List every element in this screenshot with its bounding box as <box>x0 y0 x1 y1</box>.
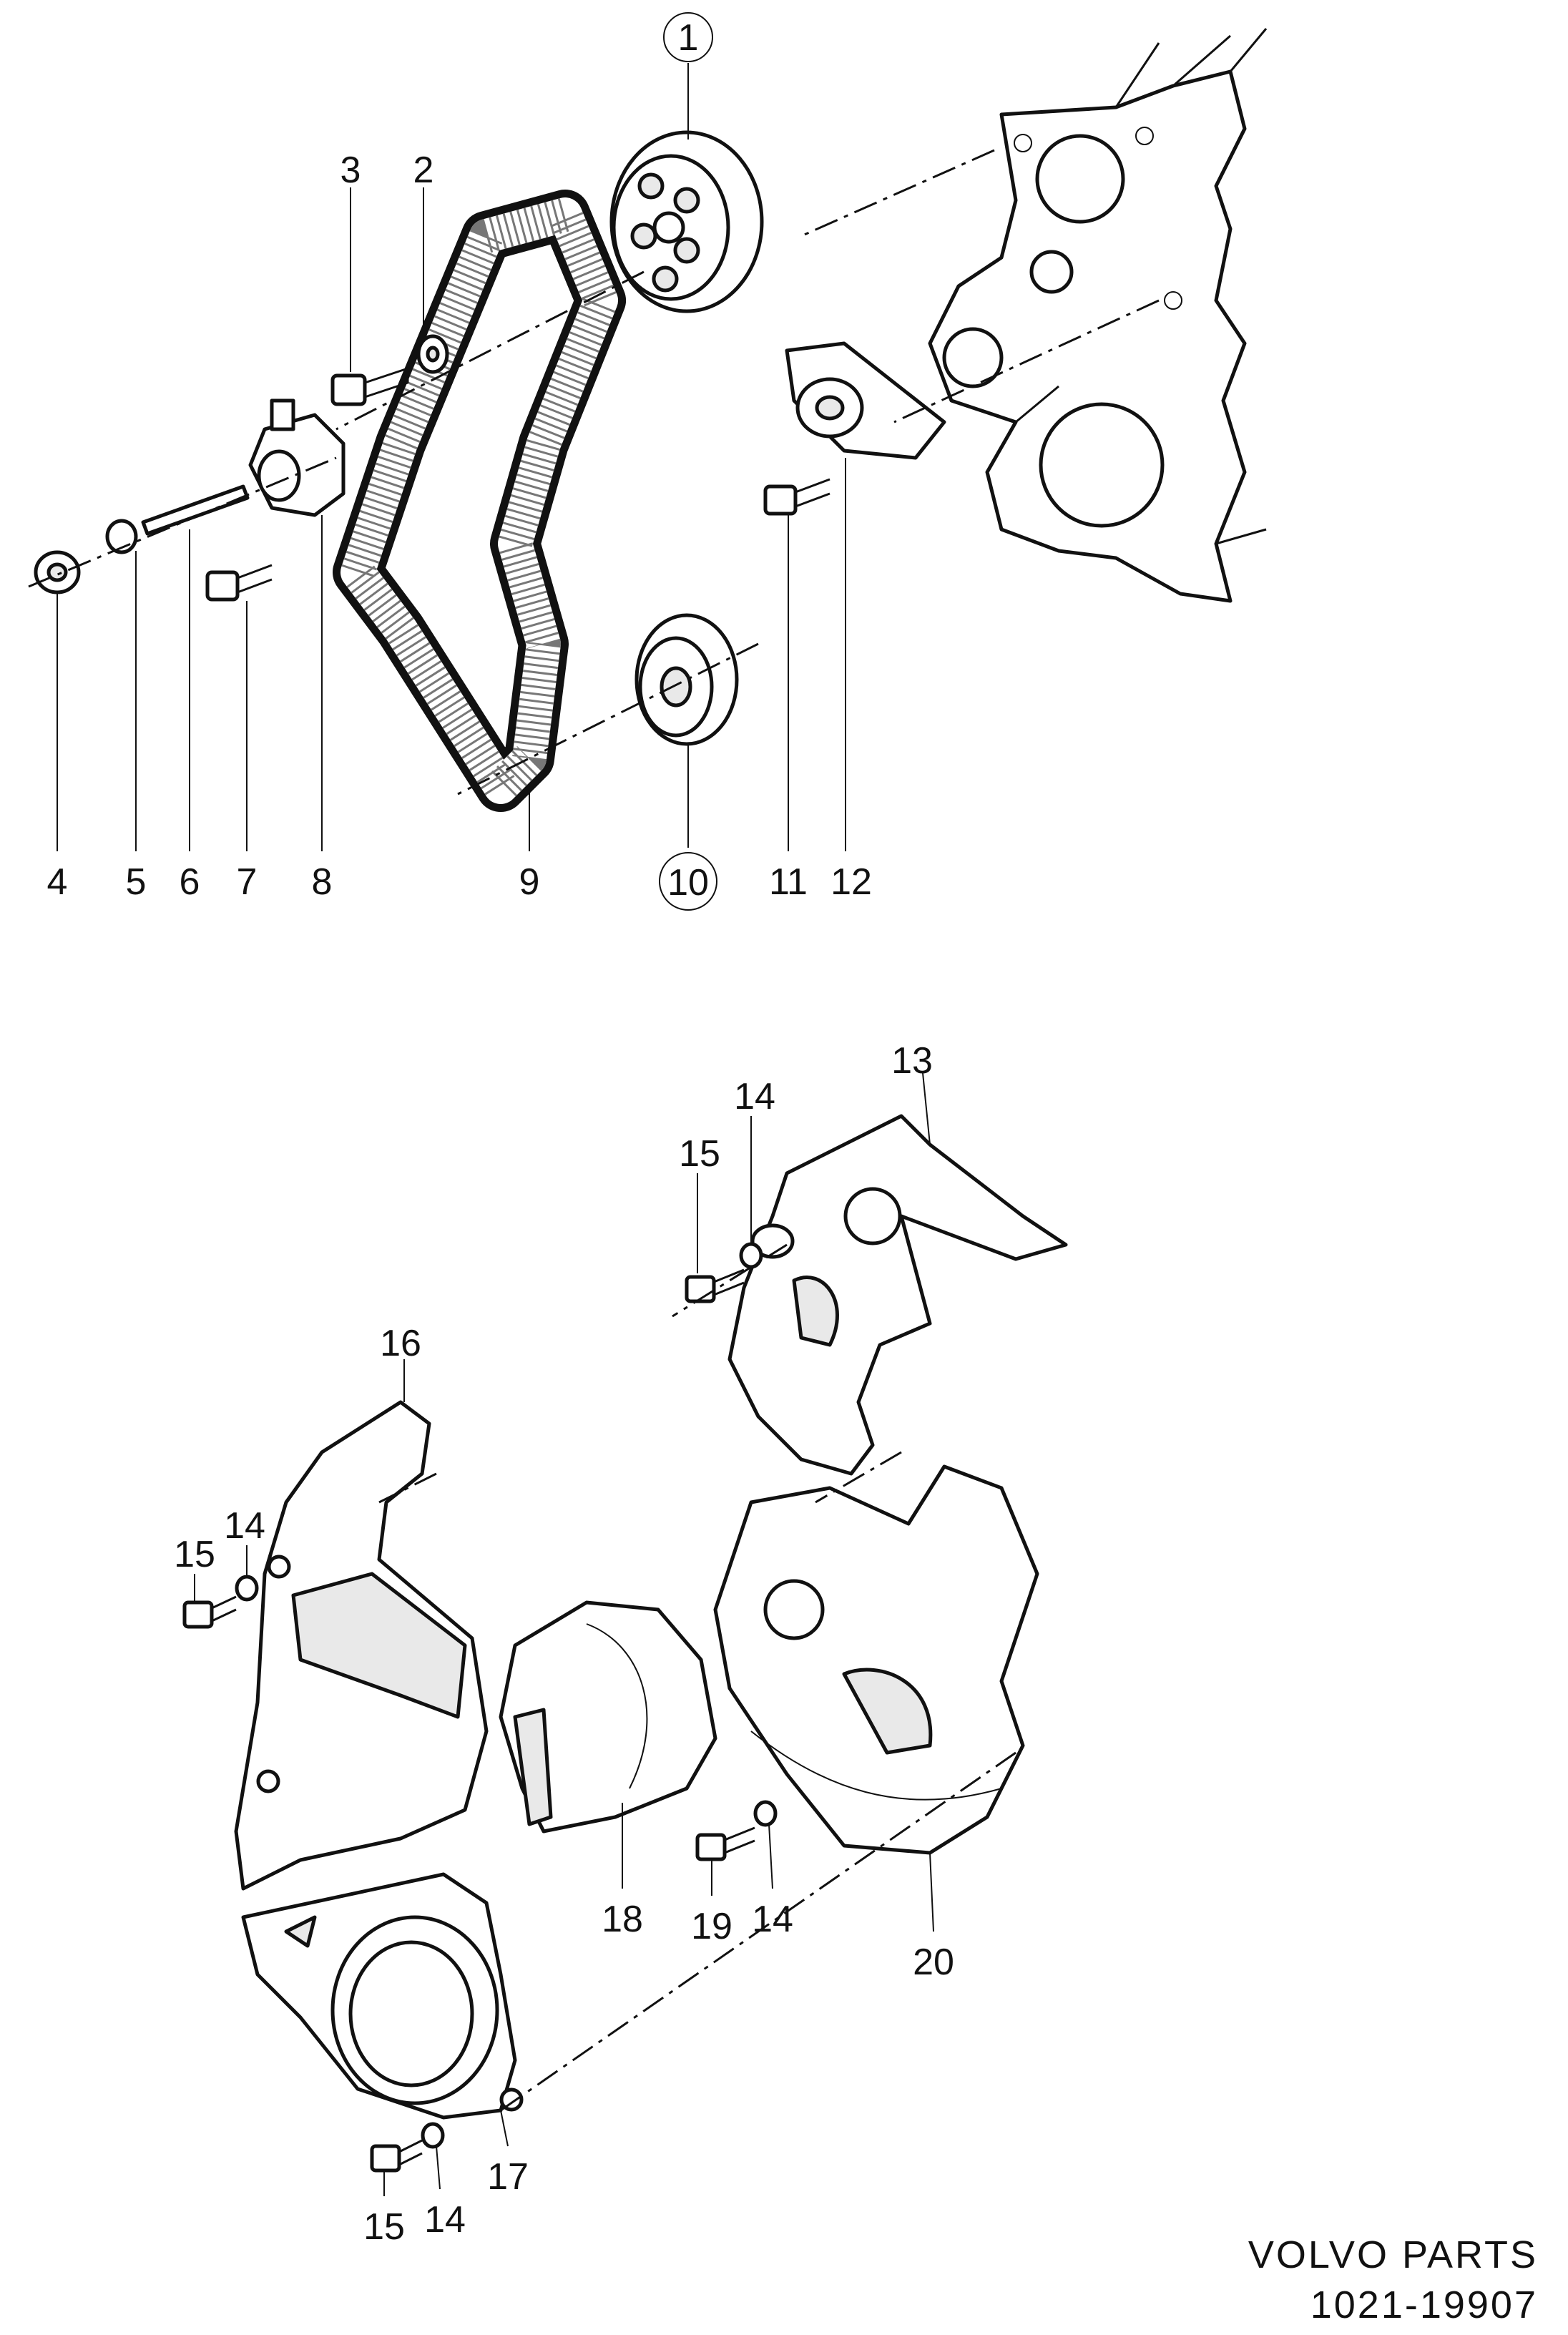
callout-16: 16 <box>380 1323 421 1364</box>
callout-14-left: 14 <box>224 1505 265 1547</box>
callout-4: 4 <box>47 861 68 903</box>
bolt-11 <box>763 478 830 516</box>
callout-20: 20 <box>913 1942 954 1983</box>
callout-17: 17 <box>487 2156 529 2198</box>
lower-cover <box>241 1872 524 2120</box>
stud-6 <box>141 484 250 536</box>
washer-2 <box>416 334 449 374</box>
lower-rear-housing <box>713 1464 1039 1855</box>
callout-15-top: 15 <box>679 1133 720 1175</box>
upper-outer-cover <box>234 1400 489 1891</box>
callout-labels: 1 2 3 4 5 6 7 8 9 10 11 12 13 14 15 14 1… <box>47 17 954 2248</box>
idler-pulley <box>785 341 946 460</box>
callout-10: 10 <box>667 862 709 904</box>
callout-3: 3 <box>340 150 361 191</box>
callout-2: 2 <box>413 150 434 191</box>
callout-8: 8 <box>312 861 333 903</box>
belt-tensioner <box>248 398 346 517</box>
washer-14-mid <box>753 1800 778 1827</box>
callout-11: 11 <box>769 861 808 903</box>
washer-14-bottom <box>421 2122 445 2149</box>
callout-14-top: 14 <box>734 1076 775 1117</box>
callout-15-bottom: 15 <box>363 2206 405 2248</box>
callout-18: 18 <box>602 1899 643 1940</box>
callout-9: 9 <box>519 861 540 903</box>
middle-cover <box>499 1600 717 1834</box>
washer-14-left <box>235 1575 259 1602</box>
callout-5: 5 <box>126 861 147 903</box>
bolt-15-top <box>685 1268 745 1303</box>
camshaft-sprocket <box>609 130 764 313</box>
engine-block <box>928 28 1268 603</box>
bolt-15-left <box>182 1595 237 1629</box>
crankshaft-sprocket <box>634 613 739 746</box>
callout-19: 19 <box>691 1906 732 1947</box>
bolt-15-bottom <box>370 2139 423 2173</box>
callout-14-mid: 14 <box>752 1899 793 1940</box>
nut-4 <box>34 550 81 594</box>
footer-code: 1021-19907 <box>1310 2283 1538 2326</box>
bolt-7 <box>205 564 273 602</box>
callout-1-circle <box>663 12 713 62</box>
timing-belt <box>333 190 626 812</box>
callout-14-bottom: 14 <box>424 2199 466 2241</box>
callout-7: 7 <box>237 861 258 903</box>
bolt-3 <box>330 367 409 406</box>
callout-15-left: 15 <box>174 1534 215 1575</box>
callout-12: 12 <box>830 861 872 903</box>
callout-13: 13 <box>891 1040 933 1082</box>
rear-upper-cover <box>727 1114 1068 1476</box>
bolt-19 <box>695 1826 755 1861</box>
footer-brand: VOLVO PARTS <box>1248 2233 1538 2276</box>
callout-10-circle <box>659 852 717 911</box>
callout-1: 1 <box>678 17 699 59</box>
callout-6: 6 <box>180 861 200 903</box>
